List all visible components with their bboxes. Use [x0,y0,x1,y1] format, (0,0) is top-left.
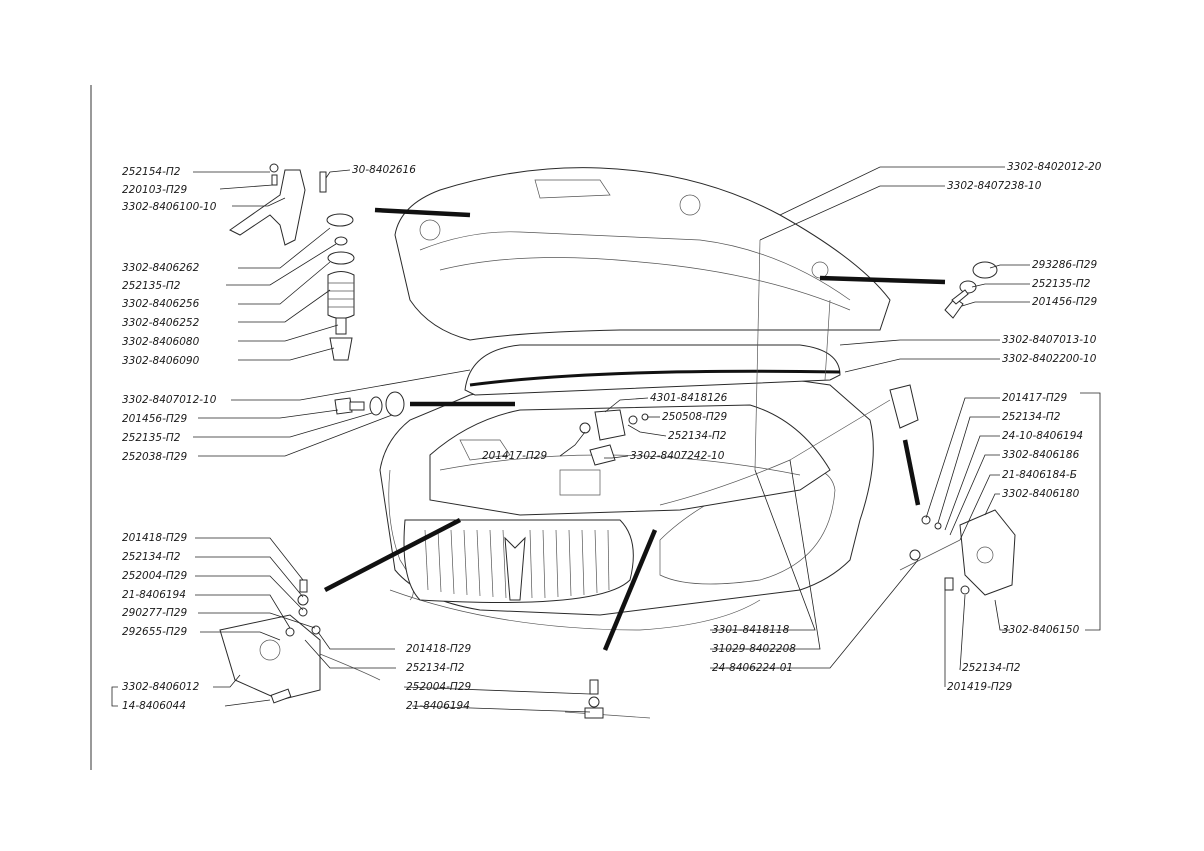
part-label: 201417-П29 [1002,392,1067,404]
car-front-drawing [309,167,891,681]
part-label: 252135-П2 [122,432,181,444]
part-label: 3302-8406100-10 [122,201,217,213]
pointer-lines [323,207,946,651]
part-label: 4301-8418126 [650,392,728,404]
part-label: 3302-8406090 [122,355,200,367]
part-label: 3302-8406186 [1002,449,1080,461]
part-label: 252134-П2 [668,430,727,442]
part-label: 30-8402616 [352,164,416,176]
part-label: 3302-8407238-10 [947,180,1042,192]
part-label: 201417-П29 [482,450,547,462]
left-bolt-washers [334,391,405,417]
part-label: 201419-П29 [947,681,1012,693]
part-label: 3302-8407013-10 [1002,334,1097,346]
part-labels: 252154-П2 220103-П29 3302-8406100-10 30-… [122,161,1102,712]
part-label: 252038-П29 [122,451,187,463]
part-label: 24-8406224-01 [712,662,793,674]
part-label: 201418-П29 [122,532,187,544]
part-label: 220103-П29 [122,184,187,196]
part-label: 252134-П2 [122,551,181,563]
part-label: 252004-П29 [406,681,471,693]
part-label: 252134-П2 [962,662,1021,674]
part-label: 252004-П29 [122,570,187,582]
part-label: 3302-8406256 [122,298,200,310]
part-label: 3302-8406012 [122,681,200,693]
part-label: 252135-П2 [122,280,181,292]
part-label: 293286-П29 [1032,259,1097,271]
part-label: 24-10-8406194 [1002,430,1083,442]
part-label: 3302-8406080 [122,336,200,348]
part-label: 3301-8418118 [712,624,790,636]
part-label: 201456-П29 [1032,296,1097,308]
part-label: 290277-П29 [122,607,187,619]
part-label: 3302-8407012-10 [122,394,217,406]
part-label: 3302-8402200-10 [1002,353,1097,365]
bottom-left-latch [219,579,321,704]
part-label: 292655-П29 [122,626,187,638]
right-bolt-washers [944,261,998,319]
part-label: 3302-8406262 [122,262,200,274]
bottom-center-clamp [564,679,651,719]
part-label: 252154-П2 [122,166,181,178]
part-label: 21-8406194 [122,589,186,601]
part-label: 201456-П29 [122,413,187,425]
left-stop-assembly [229,163,355,361]
part-label: 3302-8406252 [122,317,200,329]
part-label: 14-8406044 [122,700,186,712]
part-label: 21-8406194 [406,700,470,712]
part-label: 252135-П2 [1032,278,1091,290]
part-label: 31029-8402208 [712,643,796,655]
part-label: 252134-П2 [1002,411,1061,423]
part-label: 3302-8402012-20 [1007,161,1102,173]
part-label: 250508-П29 [662,411,727,423]
part-label: 201418-П29 [406,643,471,655]
right-bracket-assembly [889,384,1016,596]
part-label: 3302-8406150 [1002,624,1080,636]
part-label: 252134-П2 [406,662,465,674]
part-label: 21-8406184-Б [1002,469,1077,481]
leader-lines [111,166,1101,713]
center-latch-parts [579,409,649,466]
part-label: 3302-8406180 [1002,488,1080,500]
part-label: 3302-8407242-10 [630,450,725,462]
